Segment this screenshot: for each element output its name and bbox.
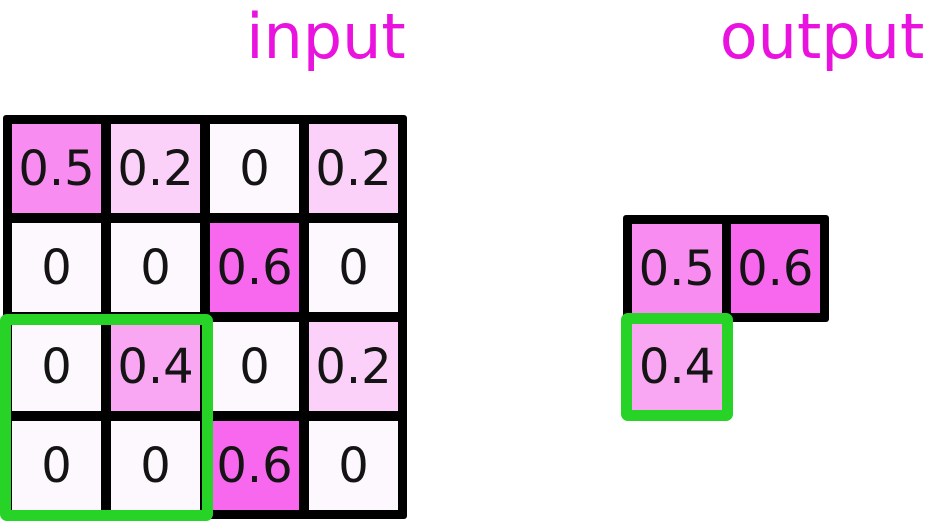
input-cell-r2c1: 0 bbox=[12, 223, 101, 312]
input-cell-r3c2: 0.4 bbox=[111, 322, 200, 411]
input-cell-r1c1: 0.5 bbox=[12, 124, 101, 213]
input-cell-r2c4: 0 bbox=[309, 223, 398, 312]
output-cell-r1c1: 0.5 bbox=[632, 224, 722, 313]
input-cell-r1c4: 0.2 bbox=[309, 124, 398, 213]
input-cell-r2c3: 0.6 bbox=[210, 223, 299, 312]
input-cell-r4c1: 0 bbox=[12, 421, 101, 510]
input-cell-r1c2: 0.2 bbox=[111, 124, 200, 213]
input-cell-r1c3: 0 bbox=[210, 124, 299, 213]
input-cell-r2c2: 0 bbox=[111, 223, 200, 312]
output-cell-r1c2: 0.6 bbox=[730, 224, 820, 313]
input-title: input bbox=[246, 0, 406, 73]
output-highlighted-cell: 0.4 bbox=[621, 313, 733, 421]
input-cell-r3c1: 0 bbox=[12, 322, 101, 411]
input-cell-r3c4: 0.2 bbox=[309, 322, 398, 411]
input-cell-r3c3: 0 bbox=[210, 322, 299, 411]
output-title: output bbox=[719, 0, 925, 73]
input-cell-r4c3: 0.6 bbox=[210, 421, 299, 510]
input-cell-r4c2: 0 bbox=[111, 421, 200, 510]
input-cell-r4c4: 0 bbox=[309, 421, 398, 510]
pooling-window-highlight bbox=[0, 314, 213, 521]
